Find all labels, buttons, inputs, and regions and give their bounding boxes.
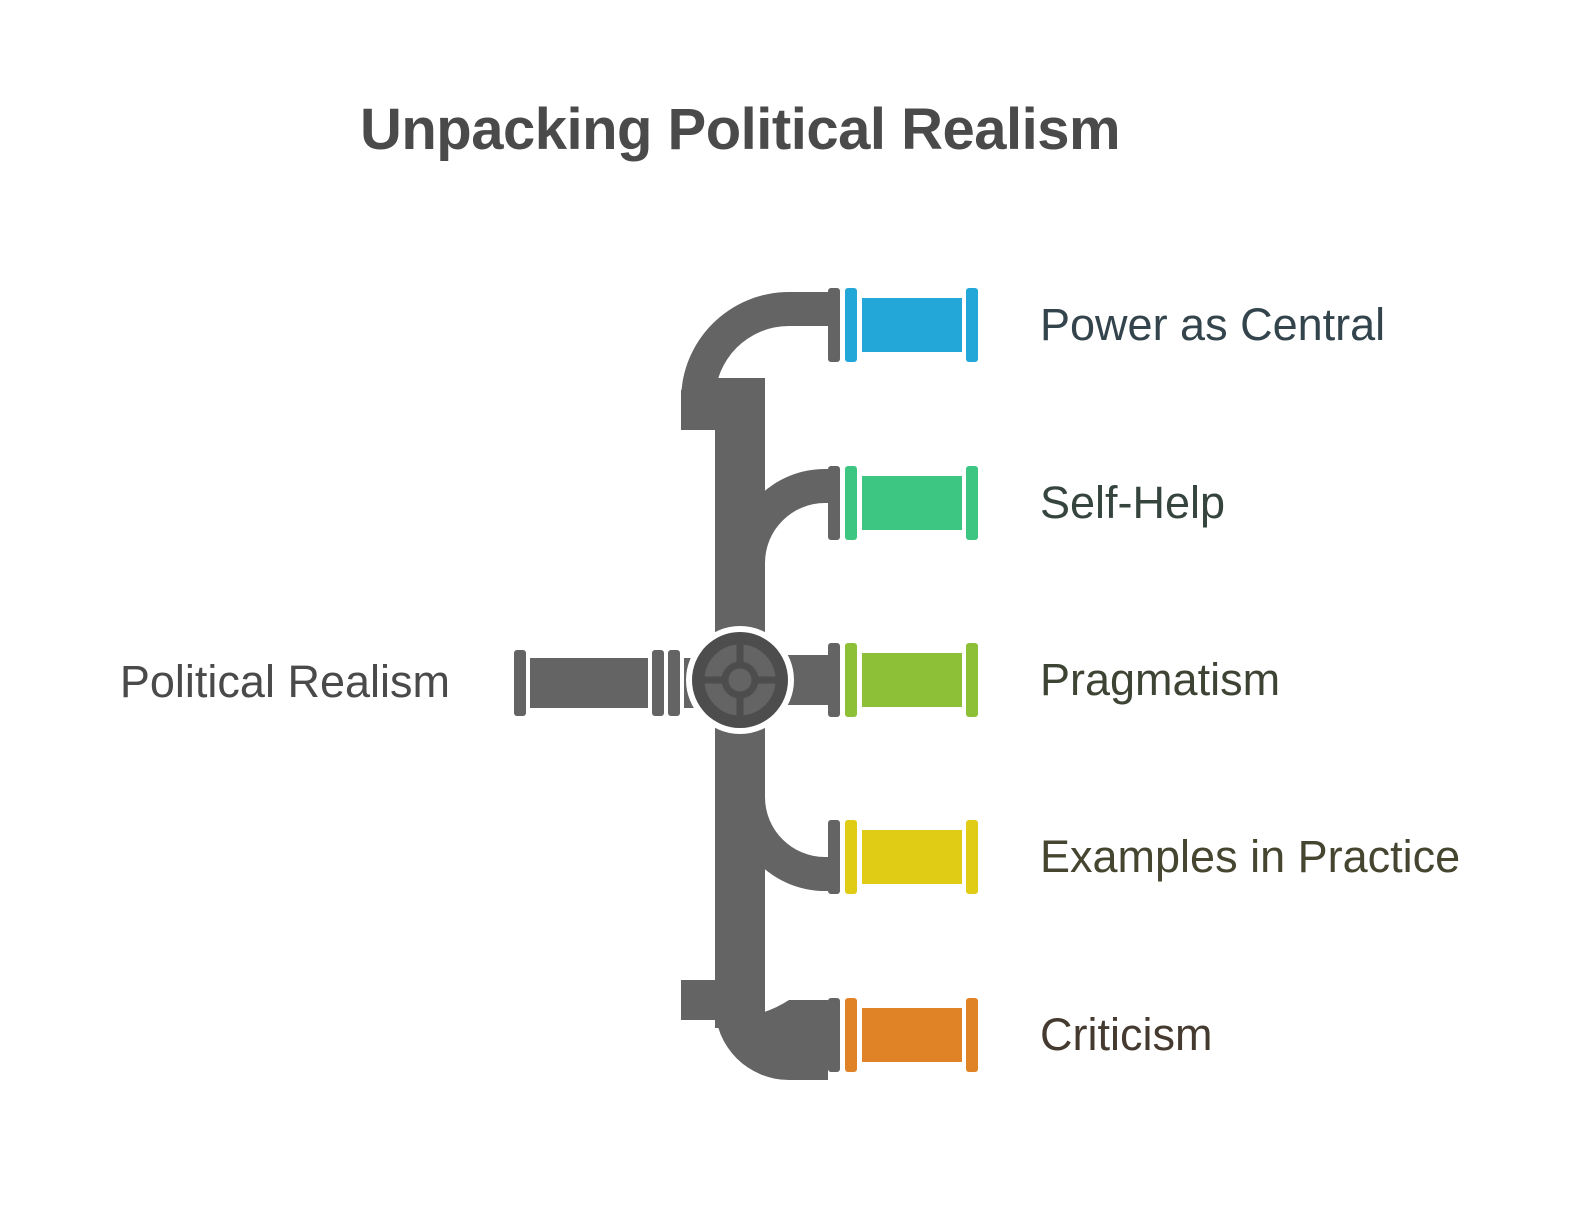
elbow-4-filler: [715, 780, 765, 820]
branch-pipe-5[interactable]: [828, 998, 978, 1072]
branch-pipe-3[interactable]: [828, 643, 978, 717]
elbow-branch-1: [681, 292, 828, 400]
elbow-5-filler: [681, 980, 765, 1020]
branch-3-flange-left: [845, 643, 857, 717]
source-pipe-body: [530, 658, 648, 708]
source-label: Political Realism: [119, 656, 450, 707]
valve-rim: [697, 637, 783, 723]
branch-5-body: [862, 1008, 962, 1062]
branch-label-pragmatism: Pragmatism: [1040, 654, 1281, 705]
branch-2-flange-right: [966, 466, 978, 540]
valve-hub: [721, 661, 759, 699]
source-flange-mid-a: [652, 650, 664, 716]
branch-1-flange-left: [845, 288, 857, 362]
branch-5-flange-right: [966, 998, 978, 1072]
branch-3-gray-flange: [828, 643, 840, 717]
branch-label-examples-in-practice: Examples in Practice: [1040, 831, 1461, 882]
branch-2-body: [862, 476, 962, 530]
branch-1-flange-right: [966, 288, 978, 362]
branch-1-gray-flange: [828, 288, 840, 362]
branch-2-gray-flange: [828, 466, 840, 540]
source-flange-left: [514, 650, 526, 716]
source-flange-mid-b: [668, 650, 680, 716]
branch-pipe-2[interactable]: [828, 466, 978, 540]
branch-4-gray-flange: [828, 820, 840, 894]
elbow-2-filler: [715, 540, 765, 580]
elbow-branch-2: [731, 469, 828, 563]
branch-pipe-1[interactable]: [828, 288, 978, 362]
branch-3-body: [862, 653, 962, 707]
branch-4-body: [862, 830, 962, 884]
branch-1-body: [862, 298, 962, 352]
branch-2-flange-left: [845, 466, 857, 540]
branch-5-flange-left: [845, 998, 857, 1072]
elbow-1-filler: [681, 390, 765, 430]
valve-wheel-icon: [686, 626, 794, 734]
page-title: Unpacking Political Realism: [359, 97, 1121, 162]
branch-pipe-4[interactable]: [828, 820, 978, 894]
branch-4-flange-left: [845, 820, 857, 894]
branch-label-power-as-central: Power as Central: [1040, 299, 1386, 350]
branch-3-flange-right: [966, 643, 978, 717]
branch-4-flange-right: [966, 820, 978, 894]
branch-label-criticism: Criticism: [1040, 1009, 1213, 1060]
branch-label-self-help: Self-Help: [1040, 477, 1226, 528]
elbow-branch-4: [731, 797, 828, 891]
branch-5-gray-flange: [828, 998, 840, 1072]
